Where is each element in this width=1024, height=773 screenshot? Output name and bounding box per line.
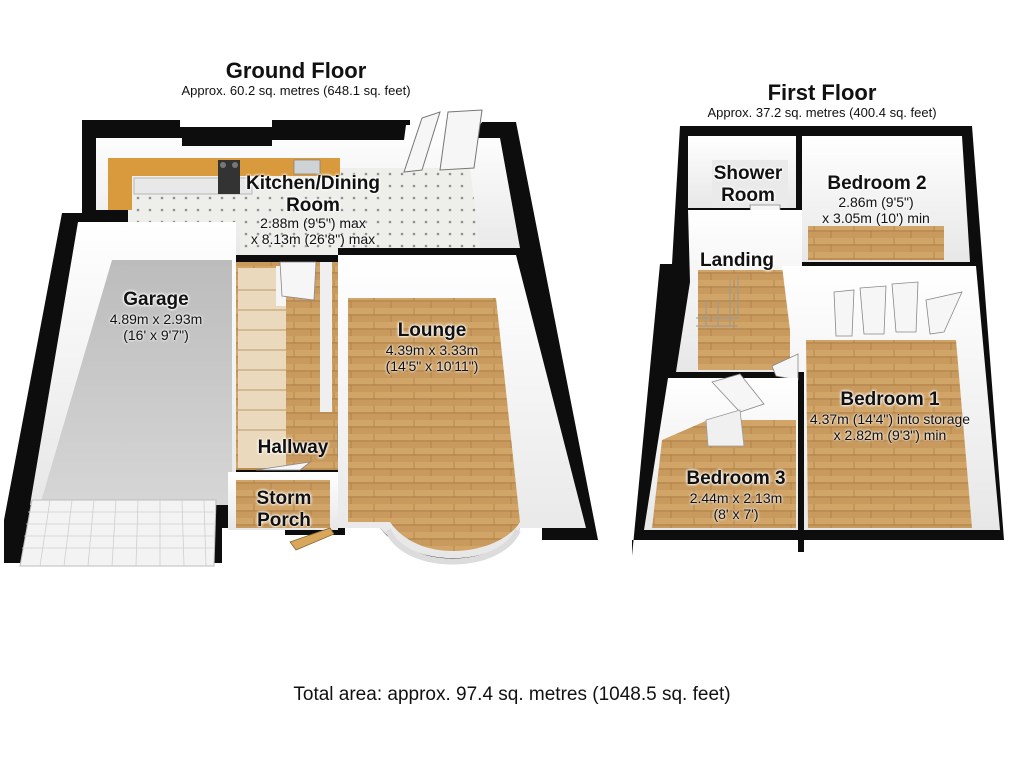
staircase — [238, 266, 286, 468]
sink — [293, 159, 321, 175]
shower-name-line2: Room — [721, 184, 775, 206]
bedroom2-floor — [808, 226, 944, 260]
bedroom1-floor — [806, 340, 972, 528]
porch-name-line1: Storm — [256, 488, 312, 509]
shower-floor — [712, 160, 788, 208]
bedroom3-door — [711, 373, 765, 413]
bedroom3-name: Bedroom 3 — [686, 468, 786, 489]
shower-name-line1: Shower — [713, 163, 783, 184]
hallway-door — [279, 261, 317, 301]
bedroom2-dim-line1: 2.86m (9'5") — [838, 194, 914, 210]
kitchen-dimensions: 2.88m (9'5") max x 8.13m (26'8") max — [230, 215, 396, 247]
lounge-dim-line1: 4.39m x 3.33m — [385, 342, 479, 358]
lounge-floor — [348, 298, 520, 552]
first-floor-area: Approx. 37.2 sq. metres (400.4 sq. feet) — [707, 105, 937, 120]
porch-inner-door — [255, 461, 312, 471]
landing-name: Landing — [700, 250, 774, 271]
lounge-dim-line2: (14'5" x 10'11") — [385, 358, 479, 375]
ground-floor-area: Approx. 60.2 sq. metres (648.1 sq. feet) — [181, 83, 411, 98]
landing-floor — [698, 270, 798, 370]
bedroom3-dim-line2: (8' x 7') — [713, 506, 759, 523]
kitchen-name-line1: Kitchen/Dining — [245, 173, 381, 194]
garage-floor — [40, 260, 232, 505]
kitchen-dim-line2: x 8.13m (26'8") max — [250, 231, 376, 248]
shower-label: Shower Room — [700, 163, 796, 207]
bedroom3-dim-line1: 2.44m x 2.13m — [689, 490, 783, 506]
total-area: Total area: approx. 97.4 sq. metres (104… — [293, 684, 731, 705]
hallway-inner-wall — [320, 262, 332, 412]
garage-dim-line1: 4.89m x 2.93m — [109, 311, 203, 327]
porch-floor — [236, 480, 330, 528]
ground-floor-plan — [4, 109, 598, 567]
bedroom1-name: Bedroom 1 — [840, 389, 940, 410]
lounge-name: Lounge — [397, 320, 467, 341]
garage-dimensions: 4.89m x 2.93m (16' x 9'7") — [86, 311, 226, 343]
first-floor-title: First Floor — [767, 80, 877, 105]
bedroom2-name: Bedroom 2 — [827, 173, 927, 194]
bedroom2-dimensions: 2.86m (9'5") x 3.05m (10') min — [798, 194, 954, 226]
kitchen-dim-line1: 2.88m (9'5") max — [260, 215, 366, 231]
landing-banister — [696, 276, 739, 327]
bedroom3-dimensions: 2.44m x 2.13m (8' x 7') — [666, 490, 806, 522]
kitchen-name-line2: Room — [286, 194, 340, 216]
french-door-right — [439, 109, 483, 171]
oven — [218, 160, 240, 194]
garage-dim-line2: (16' x 9'7") — [123, 327, 189, 344]
garage-door — [19, 499, 217, 567]
garage-name: Garage — [123, 289, 189, 310]
bay-window — [385, 528, 521, 565]
bedroom3-floor — [652, 420, 796, 528]
porch-label: Storm Porch — [244, 488, 324, 532]
bedroom2-dim-line2: x 3.05m (10') min — [822, 210, 930, 227]
garage-door-panels — [22, 499, 214, 567]
porch-name-line2: Porch — [257, 509, 311, 531]
ground-floor-title: Ground Floor — [225, 58, 367, 83]
french-door-left — [403, 111, 441, 173]
kitchen-label: Kitchen/Dining Room — [230, 173, 396, 217]
kitchen-counter — [108, 158, 340, 210]
lounge-dimensions: 4.39m x 3.33m (14'5" x 10'11") — [362, 342, 502, 374]
bedroom1-dim-line1: 4.37m (14'4") into storage — [809, 411, 971, 427]
bedroom1-dim-line2: x 2.82m (9'3") min — [833, 427, 947, 444]
first-floor-plan — [632, 126, 1004, 556]
front-door — [289, 527, 335, 551]
bedroom1-wardrobes — [833, 281, 963, 337]
hallway-name: Hallway — [257, 437, 329, 458]
bedroom3-cupboard — [705, 409, 745, 447]
bedroom1-dimensions: 4.37m (14'4") into storage x 2.82m (9'3"… — [788, 411, 992, 443]
